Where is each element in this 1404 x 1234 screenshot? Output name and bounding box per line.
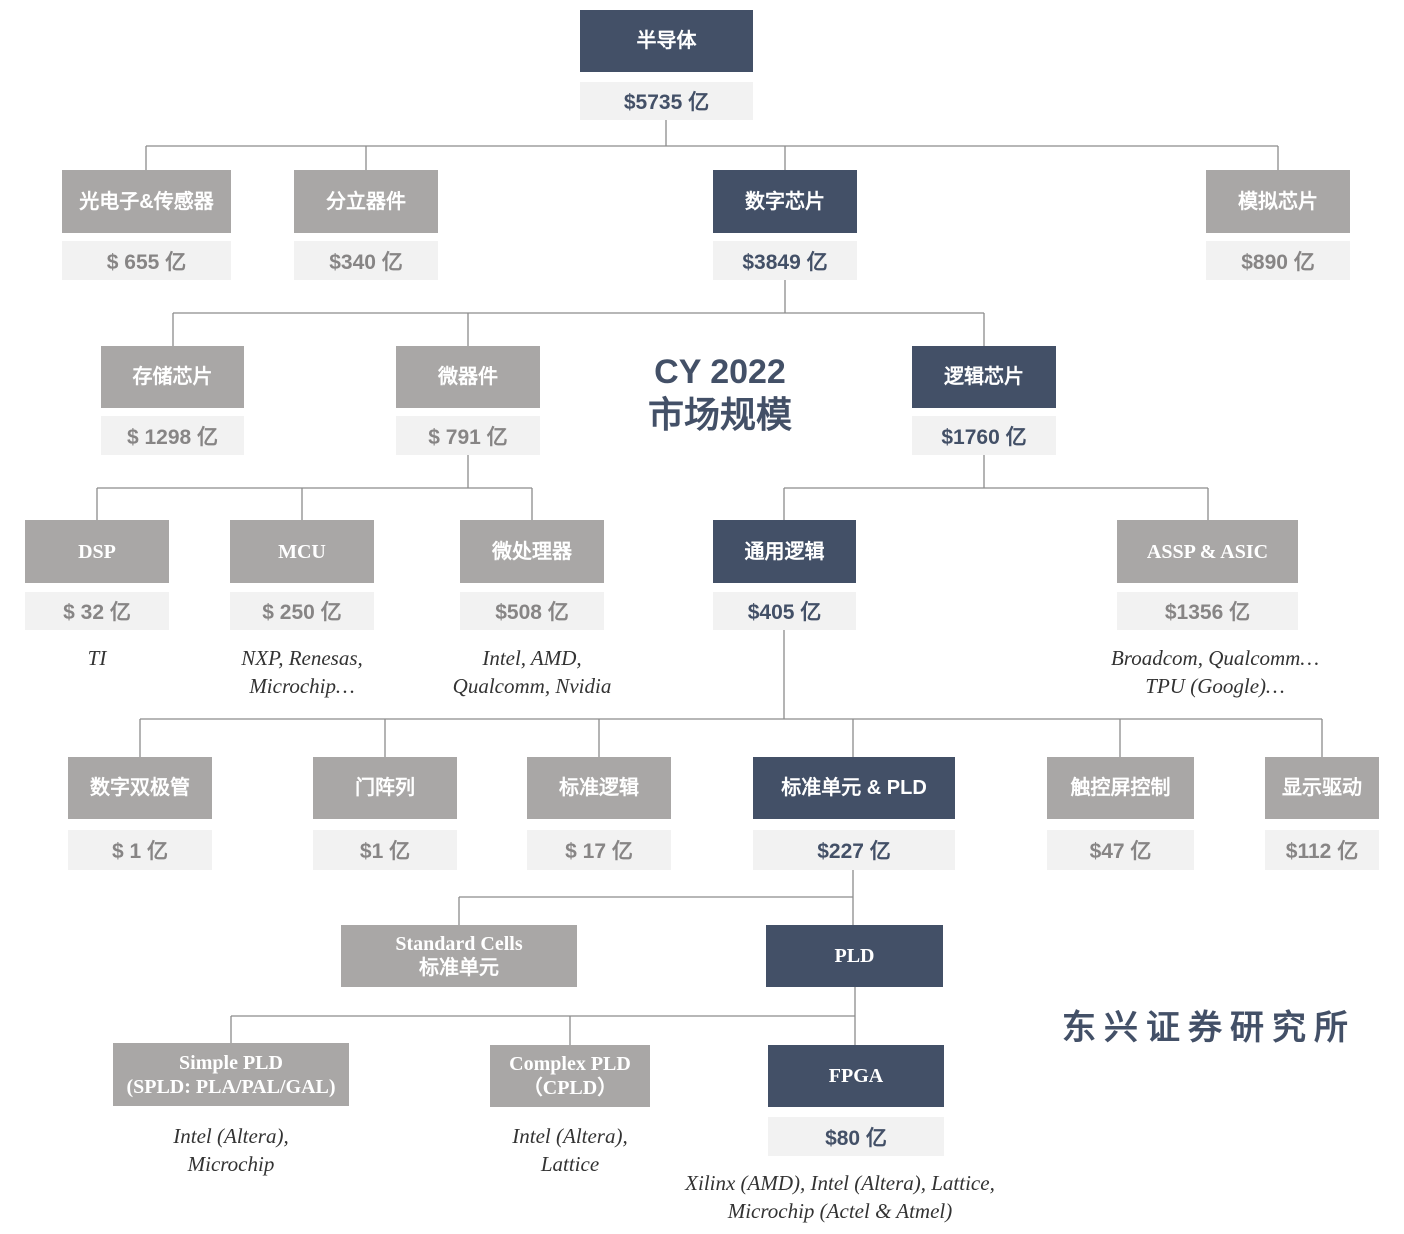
note-mcu: NXP, Renesas, Microchip… [200,644,404,700]
note-line: Intel (Altera), [173,1124,289,1148]
node-analog: 模拟芯片 [1206,170,1350,233]
note-line: Xilinx (AMD), Intel (Altera), Lattice, [685,1171,995,1195]
value-touch: $47 亿 [1047,830,1194,870]
value-std-cell-pld: $227 亿 [753,830,955,870]
node-pld: PLD [766,925,943,987]
value-mpu: $508 亿 [460,592,604,630]
node-semiconductor: 半导体 [580,10,753,72]
chart-title: CY 2022 市场规模 [620,352,820,438]
title-line1: CY 2022 [654,353,786,391]
node-logic: 逻辑芯片 [912,346,1056,408]
connector [783,455,1209,520]
node-dsp: DSP [25,520,169,583]
note-line: Qualcomm, Nvidia [452,674,612,698]
node-mpu: 微处理器 [460,520,604,583]
note-spld: Intel (Altera), Microchip [111,1122,351,1178]
value-mcu: $ 250 亿 [230,592,374,630]
node-discrete: 分立器件 [294,170,438,233]
value-bipolar: $ 1 亿 [68,830,212,870]
note-fpga: Xilinx (AMD), Intel (Altera), Lattice, M… [640,1169,1040,1225]
connector [145,120,1279,170]
connector [139,630,1323,757]
connector [230,987,856,1045]
note-dsp: TI [25,644,169,672]
label-line: (SPLD: PLA/PAL/GAL) [126,1075,336,1098]
value-general-logic: $405 亿 [713,592,856,630]
label-line: Simple PLD [179,1051,283,1074]
value-digital: $3849 亿 [713,241,857,280]
node-general-logic: 通用逻辑 [713,520,856,583]
node-std-cell-pld: 标准单元 & PLD [753,757,955,819]
node-digital: 数字芯片 [713,170,857,233]
value-assp-asic: $1356 亿 [1117,592,1298,630]
value-analog: $890 亿 [1206,241,1350,280]
node-micro: 微器件 [396,346,540,408]
node-std-cells: Standard Cells 标准单元 [341,925,577,987]
value-std-logic: $ 17 亿 [527,830,671,870]
note-line: Microchip (Actel & Atmel) [727,1199,953,1223]
connector [96,455,533,520]
note-line: NXP, Renesas, [241,646,363,670]
node-gate-array: 门阵列 [313,757,457,819]
value-display: $112 亿 [1265,830,1379,870]
label-line: （CPLD） [522,1077,618,1099]
note-mpu: Intel, AMD, Qualcomm, Nvidia [412,644,652,700]
value-logic: $1760 亿 [912,416,1056,455]
note-line: Intel, AMD, [482,646,582,670]
value-micro: $ 791 亿 [396,416,540,455]
value-dsp: $ 32 亿 [25,592,169,630]
value-semiconductor: $5735 亿 [580,82,753,120]
note-assp-asic: Broadcom, Qualcomm… TPU (Google)… [1077,644,1353,700]
node-cpld: Complex PLD （CPLD） [490,1045,650,1107]
title-line2: 市场规模 [647,394,792,435]
label-line: Complex PLD [509,1053,631,1075]
value-fpga: $80 亿 [768,1117,944,1156]
node-optoelectronics: 光电子&传感器 [62,170,231,233]
node-fpga: FPGA [768,1045,944,1107]
node-assp-asic: ASSP & ASIC [1117,520,1298,583]
node-std-logic: 标准逻辑 [527,757,671,819]
note-line: Intel (Altera), [512,1124,628,1148]
label-line: 标准单元 [419,957,499,979]
label-line: Standard Cells [395,933,523,955]
node-touch: 触控屏控制 [1047,757,1194,819]
note-line: Lattice [540,1152,600,1176]
connector [458,870,854,925]
value-discrete: $340 亿 [294,241,438,280]
node-bipolar: 数字双极管 [68,757,212,819]
note-line: TI [87,646,107,670]
note-line: TPU (Google)… [1145,674,1285,698]
value-gate-array: $1 亿 [313,830,457,870]
node-display: 显示驱动 [1265,757,1379,819]
note-cpld: Intel (Altera), Lattice [460,1122,680,1178]
note-line: Microchip… [249,674,355,698]
note-line: Broadcom, Qualcomm… [1110,646,1320,670]
value-memory: $ 1298 亿 [101,416,244,455]
node-spld: Simple PLD (SPLD: PLA/PAL/GAL) [113,1043,349,1106]
org-watermark: 东兴证券研究所 [1062,1009,1356,1047]
node-memory: 存储芯片 [101,346,244,408]
note-line: Microchip [187,1152,275,1176]
node-mcu: MCU [230,520,374,583]
value-optoelectronics: $ 655 亿 [62,241,231,280]
connector [172,280,985,346]
